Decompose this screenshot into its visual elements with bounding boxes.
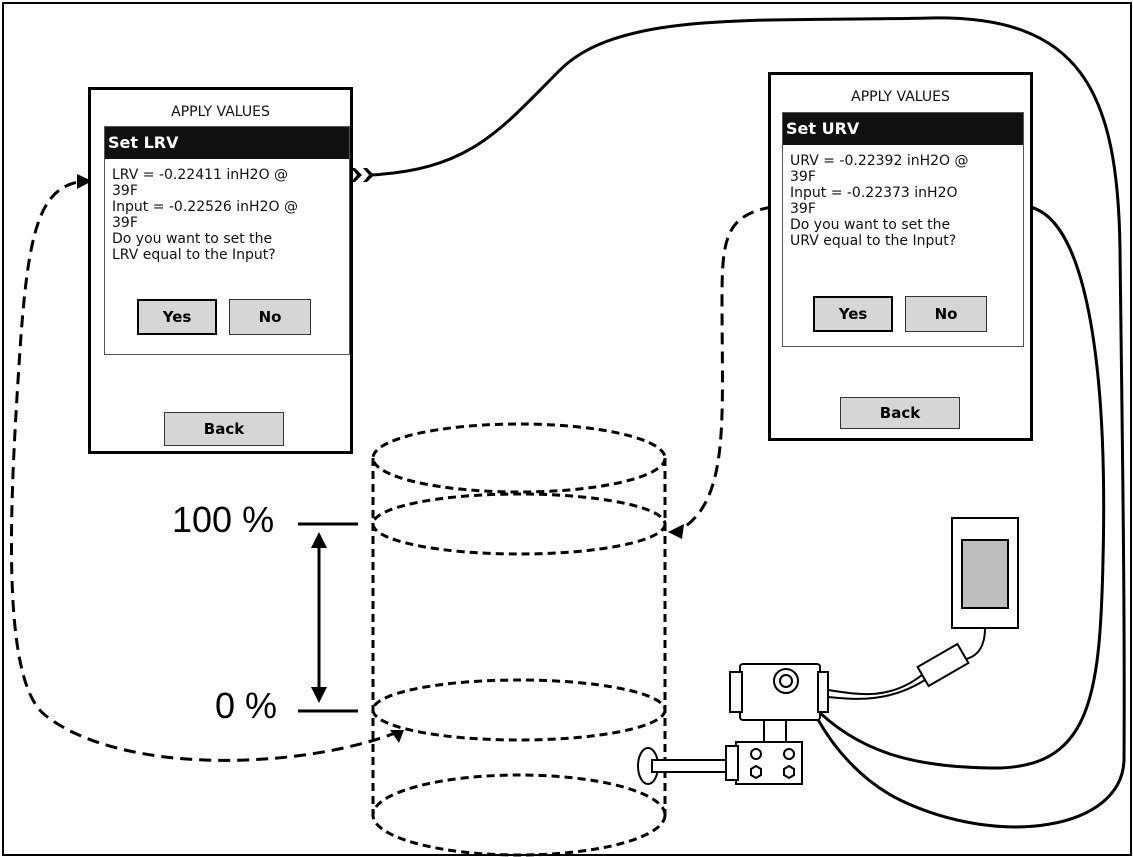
lrv-input-line: Input = -0.22526 inH2O @	[112, 199, 298, 215]
urv-solid-loop	[810, 205, 1106, 770]
urv-dialog-message: URV = -0.22392 inH2O @ 39F Input = -0.22…	[783, 145, 1023, 249]
lrv-dashed-loop	[10, 180, 399, 762]
lrv-arrowhead-tank	[390, 730, 404, 743]
level-span-indicator	[298, 522, 358, 713]
lrv-dialog: Set LRV LRV = -0.22411 inH2O @ 39F Input…	[104, 126, 350, 355]
urv-arrowhead-tank	[668, 524, 684, 539]
lrv-question-line-1: Do you want to set the	[112, 231, 273, 247]
span-arrow-up	[311, 532, 327, 548]
transmitter-gauge-inner	[779, 674, 793, 688]
span-arrow-down	[311, 687, 327, 703]
tank-bottom	[371, 773, 667, 857]
urv-yes-button[interactable]: Yes	[813, 296, 893, 332]
transmitter-lead-1	[827, 674, 923, 696]
urv-input-line: Input = -0.22373 inH2O	[790, 185, 958, 201]
impulse-line	[637, 747, 733, 785]
urv-apply-values-panel: APPLY VALUES Set URV URV = -0.22392 inH2…	[768, 72, 1033, 441]
urv-question-line-2: URV equal to the Input?	[790, 233, 957, 249]
lrv-question-line-2: LRV equal to the Input?	[112, 247, 276, 263]
transmitter-right-cap	[817, 671, 829, 713]
lrv-arrowhead-panel	[77, 174, 92, 189]
field-communicator	[827, 517, 1019, 700]
cable-connector	[916, 642, 970, 688]
urv-back-button[interactable]: Back	[840, 397, 960, 429]
tank-level-100	[371, 492, 667, 556]
urv-question-line-1: Do you want to set the	[790, 217, 951, 233]
lrv-yes-button[interactable]: Yes	[137, 299, 217, 335]
lrv-apply-values-panel: APPLY VALUES Set LRV LRV = -0.22411 inH2…	[88, 87, 353, 454]
transmitter-flange	[735, 741, 803, 785]
lrv-no-button[interactable]: No	[229, 299, 311, 335]
communicator-screen	[961, 539, 1009, 609]
urv-panel-header: APPLY VALUES	[851, 89, 950, 105]
urv-dialog: Set URV URV = -0.22392 inH2O @ 39F Input…	[782, 112, 1024, 347]
lrv-dialog-message: LRV = -0.22411 inH2O @ 39F Input = -0.22…	[105, 159, 349, 263]
transmitter-left-cap	[729, 671, 743, 713]
transmitter-neck	[763, 719, 787, 745]
transmitter-lead-2	[827, 679, 926, 700]
urv-dialog-title: Set URV	[783, 113, 1023, 145]
lrv-solid-loop	[369, 16, 1126, 829]
urv-no-button[interactable]: No	[905, 296, 987, 332]
tank	[371, 422, 667, 857]
lrv-panel-header: APPLY VALUES	[171, 104, 270, 120]
urv-value-line: URV = -0.22392 inH2O @	[790, 153, 969, 169]
lrv-back-button[interactable]: Back	[164, 412, 284, 446]
pressure-transmitter	[725, 663, 829, 785]
transmitter-flange-plate	[725, 745, 739, 781]
level-0-label: 0 %	[215, 685, 278, 726]
lrv-temp-line: 39F	[112, 183, 138, 199]
communicator-cable	[961, 627, 986, 661]
urv-dashed-loop	[679, 205, 773, 532]
lrv-input-temp-line: 39F	[112, 215, 138, 231]
lrv-dialog-title: Set LRV	[105, 127, 349, 159]
impulse-pipe	[651, 759, 733, 773]
lrv-value-line: LRV = -0.22411 inH2O @	[112, 167, 289, 183]
tank-level-0	[371, 678, 667, 742]
level-100-label: 100 %	[172, 499, 275, 540]
urv-temp-line: 39F	[790, 169, 816, 185]
tank-top-rim	[371, 422, 667, 494]
urv-input-temp-line: 39F	[790, 201, 816, 217]
